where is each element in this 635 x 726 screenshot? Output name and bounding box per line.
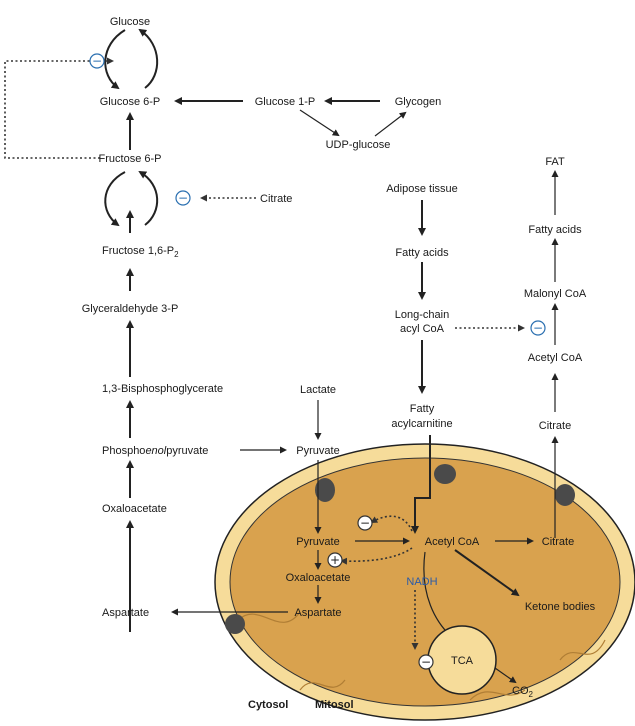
label-lipo-fatty-acids: Fatty acids [528,224,582,236]
sign-inhibit-glucose6p: − [89,53,105,69]
label-acetyl-coa-mito: Acetyl CoA [425,536,480,548]
label-oxaloacetate: Oxaloacetate [102,503,167,515]
label-citrate-mito: Citrate [542,536,574,548]
label-glucose: Glucose [110,16,150,28]
membrane-transporters [225,464,575,634]
cristae [237,611,606,701]
label-phosphoenolpyruvate: Phosphoenolpyruvate [102,445,208,457]
regulatory-arrows [4,57,525,650]
label-co2: CO2 [512,685,534,699]
svg-text:−: − [92,54,102,68]
transporter-citrate [555,484,575,506]
label-pyruvate-mito: Pyruvate [296,536,339,548]
label-oxaloacetate-mito: Oxaloacetate [286,572,351,584]
sign-inhibit-pyruvate-dehydrogenase: − [357,515,373,531]
sign-activate-pyruvate-carboxylase: + [327,552,343,568]
label-fatty-acyl-line2: acylcarnitine [391,418,452,430]
label-bisphosphoglycerate: 1,3-Bisphosphoglycerate [102,383,223,395]
label-fructose-6p: Fructose 6-P [99,153,162,165]
label-malonyl-coa: Malonyl CoA [524,288,587,300]
label-fatty-acyl-line1: Fatty [410,403,435,415]
substrate-cycles [104,28,159,227]
label-citrate-regulator: Citrate [260,193,292,205]
svg-text:−: − [533,321,543,335]
transporter-acylcarnitine [434,464,456,484]
label-citrate-cytosol: Citrate [539,420,571,432]
sign-inhibit-acetylcoa-carboxylase: − [530,320,546,336]
label-tca: TCA [451,655,474,667]
svg-text:−: − [421,655,431,669]
fat-oxidation-arrows [411,200,431,534]
label-adipose-tissue: Adipose tissue [386,183,458,195]
label-glucose-1p: Glucose 1-P [255,96,316,108]
label-udp-glucose: UDP-glucose [326,139,391,151]
pyruvate-arrows [171,400,534,684]
sign-inhibit-citrate-pfk: − [175,190,191,206]
label-ketone-bodies: Ketone bodies [525,601,596,613]
label-fructose-16p2: Fructose 1,6-P2 [102,245,179,259]
sign-inhibit-tca: − [418,654,434,670]
label-fatty-acids: Fatty acids [395,247,449,259]
svg-text:−: − [360,516,370,530]
label-acetyl-coa-cytosol: Acetyl CoA [528,352,583,364]
label-glucose-6p: Glucose 6-P [100,96,161,108]
label-nadh: NADH [406,576,437,588]
label-aspartate-mito: Aspartate [294,607,341,619]
transporter-aspartate [225,614,245,634]
label-pyruvate-cytosol: Pyruvate [296,445,339,457]
svg-text:+: + [330,553,340,567]
label-aspartate: Aspartate [102,607,149,619]
svg-text:−: − [178,191,188,205]
glycogen-arrows [174,97,407,137]
label-lactate: Lactate [300,384,336,396]
label-fat: FAT [545,156,565,168]
label-long-chain-line1: Long-chain [395,309,449,321]
label-glyceraldehyde-3p: Glyceraldehyde 3-P [82,303,179,315]
label-long-chain-line2: acyl CoA [400,323,445,335]
label-cytosol: Cytosol [248,699,288,711]
transporter-pyruvate [315,478,335,502]
label-glycogen: Glycogen [395,96,441,108]
label-mitosol: Mitosol [315,699,354,711]
